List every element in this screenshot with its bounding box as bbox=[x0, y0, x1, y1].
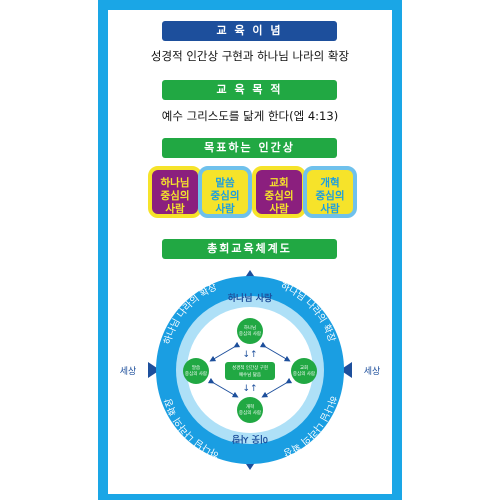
node-bottom-line2: 중심의 사람 bbox=[239, 409, 261, 416]
goals-header: 목표하는 인간상 bbox=[162, 138, 337, 158]
center-box bbox=[225, 362, 275, 380]
link-bottom-left bbox=[207, 377, 239, 398]
node-bottom bbox=[237, 397, 263, 423]
node-right-line1: 교회 bbox=[300, 364, 308, 371]
node-top-line1: 하나님 bbox=[244, 324, 256, 331]
node-left-line1: 말씀 bbox=[192, 364, 200, 371]
ideal-header: 교 육 이 념 bbox=[162, 21, 337, 41]
goal-line: 말씀 bbox=[215, 177, 235, 189]
world-label-right: 세상 bbox=[364, 366, 381, 377]
goal-line: 사람 bbox=[269, 203, 289, 215]
center-line1: 성경적 인간상 구현 bbox=[232, 364, 268, 371]
goal-line: 교회 bbox=[269, 177, 289, 189]
goal-card-reform: 개혁 중심의 사람 bbox=[303, 166, 357, 218]
arrow-right-shape bbox=[340, 362, 352, 378]
goal-line: 사람 bbox=[215, 203, 235, 215]
link-bottom-right bbox=[261, 377, 293, 398]
goal-line: 개혁 bbox=[320, 177, 340, 189]
goal-line: 하나님 bbox=[160, 177, 190, 189]
node-top-line2: 중심의 사람 bbox=[239, 330, 261, 337]
node-right-line2: 중심의 사람 bbox=[293, 370, 315, 377]
node-left bbox=[183, 358, 209, 384]
goal-line: 중심의 bbox=[315, 190, 345, 202]
inner-top-label: 하나님 사랑 bbox=[228, 292, 273, 304]
node-right bbox=[291, 358, 317, 384]
center-line2: 예수님 닮음 bbox=[239, 371, 261, 378]
purpose-header: 교 육 목 적 bbox=[162, 80, 337, 100]
goal-line: 사람 bbox=[320, 203, 340, 215]
updown-arrow-icon: ↓↑ bbox=[242, 384, 257, 394]
link-top-left bbox=[209, 341, 241, 362]
goal-card-word: 말씀 중심의 사람 bbox=[198, 166, 252, 218]
goal-line: 중심의 bbox=[264, 190, 294, 202]
purpose-text: 예수 그리스도를 닮게 한다(엡 4:13) bbox=[161, 109, 339, 123]
goal-line: 중심의 bbox=[210, 190, 240, 202]
goal-line: 사람 bbox=[165, 203, 185, 215]
ideal-text: 성경적 인간상 구현과 하나님 나라의 확장 bbox=[150, 49, 350, 63]
updown-arrow-icon: ↓↑ bbox=[242, 350, 257, 360]
inner-bottom-label: 이웃 사랑 bbox=[231, 433, 268, 445]
system-header: 총회교육체계도 bbox=[162, 239, 337, 259]
goal-line: 중심의 bbox=[160, 190, 190, 202]
link-top-right bbox=[259, 341, 291, 362]
node-left-line2: 중심의 사람 bbox=[185, 370, 207, 377]
world-label-left: 세상 bbox=[120, 366, 137, 377]
arrow-left-shape bbox=[148, 362, 160, 378]
node-top bbox=[237, 318, 263, 344]
goal-card-church: 교회 중심의 사람 bbox=[252, 166, 306, 218]
node-bottom-line1: 개혁 bbox=[246, 403, 254, 410]
